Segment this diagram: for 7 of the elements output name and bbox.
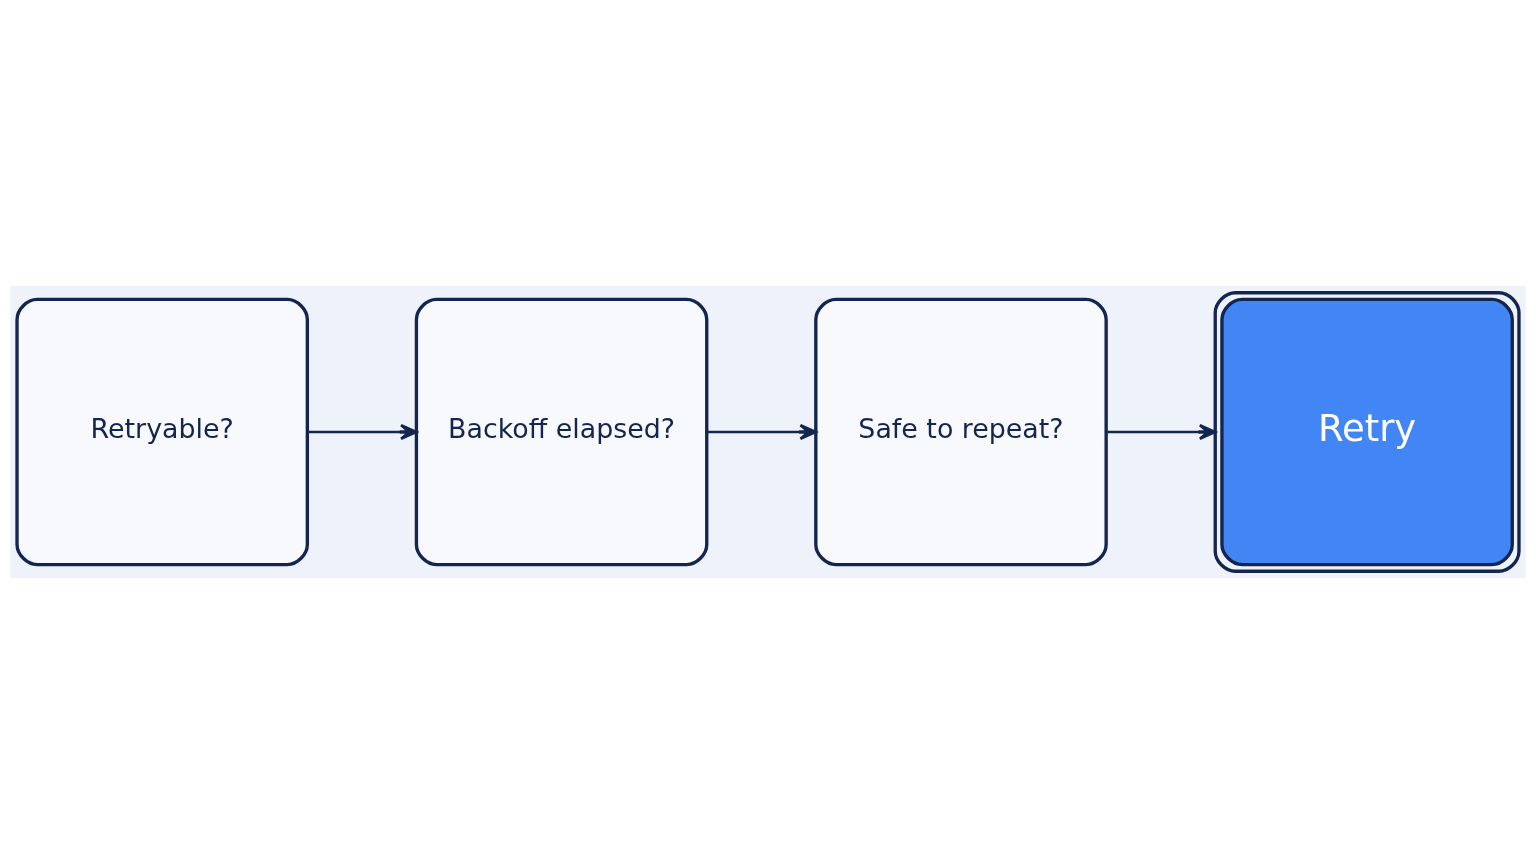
node-box: Safe to repeat? — [814, 297, 1108, 567]
arrow — [307, 423, 418, 441]
arrow — [706, 423, 817, 441]
node-box: Backoff elapsed? — [414, 297, 709, 567]
node-box: Retryable? — [15, 297, 309, 567]
arrow — [1106, 423, 1217, 441]
node-box: Retry — [1213, 291, 1521, 573]
